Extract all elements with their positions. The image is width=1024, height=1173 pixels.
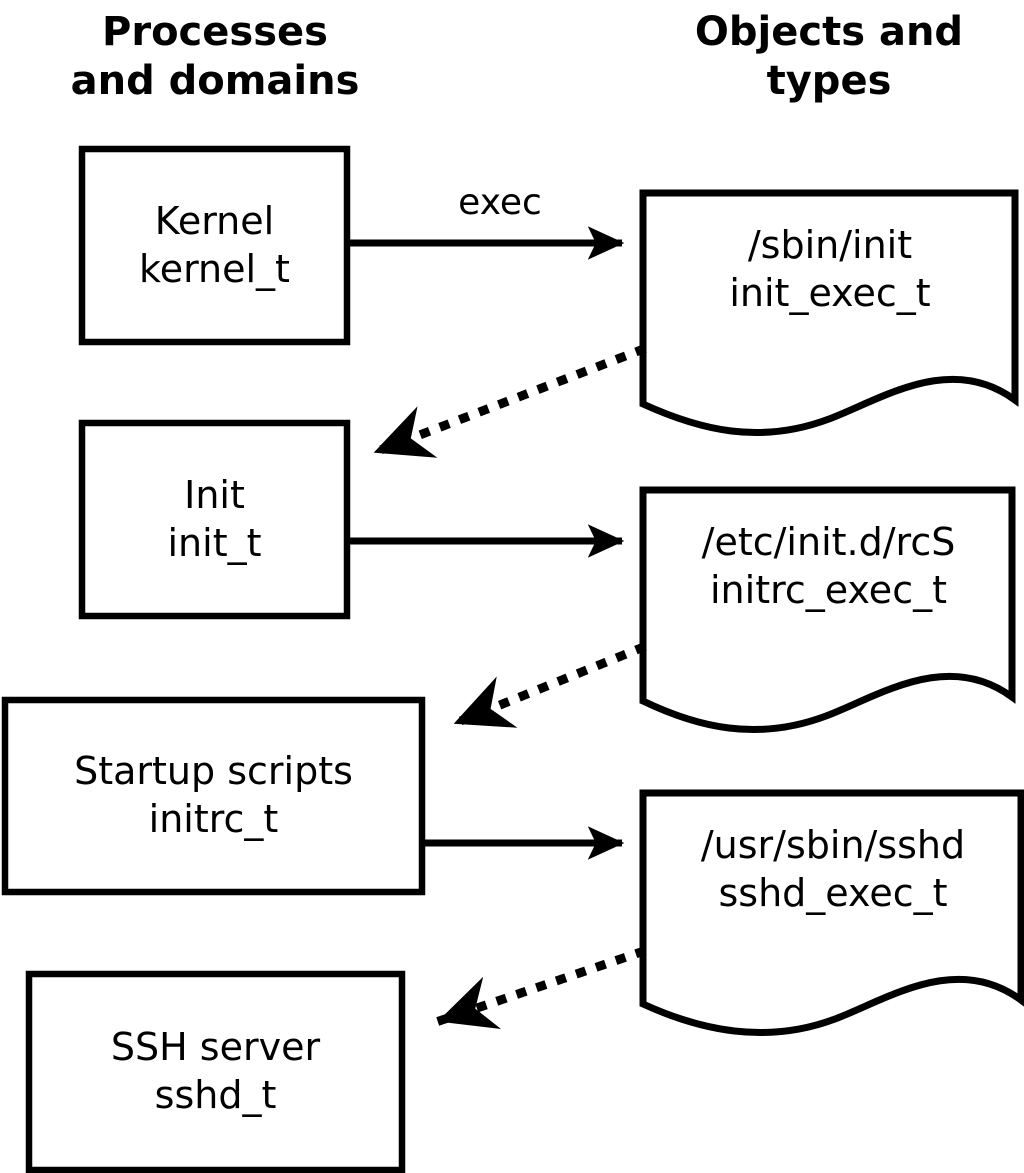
node-sshd-exec-document[interactable] xyxy=(639,789,1024,1036)
node-startup-scripts-label: Startup scripts initrc_t xyxy=(74,749,353,841)
node-ssh-server-label: SSH server sshd_t xyxy=(110,1025,321,1117)
node-ssh-server-box[interactable] xyxy=(25,970,406,1173)
node-init-exec-document[interactable] xyxy=(639,189,1019,436)
column-header-processes-and-domains: Processes and domains xyxy=(70,9,360,104)
node-initrc-exec-label: /etc/init.d/rcS initrc_exec_t xyxy=(701,520,956,612)
node-init-exec-label: /sbin/init init_exec_t xyxy=(729,223,931,315)
node-sshd-exec-label: /usr/sbin/sshd sshd_exec_t xyxy=(700,823,966,915)
node-initrc-exec-document[interactable] xyxy=(639,486,1016,734)
edge-label-exec: exec xyxy=(458,182,542,223)
node-init-box[interactable] xyxy=(78,419,351,620)
node-startup-scripts-box[interactable] xyxy=(1,696,426,896)
edge-init-exec-to-init xyxy=(372,344,647,458)
node-init-label: Init init_t xyxy=(167,472,262,565)
column-header-objects-and-types: Objects and types xyxy=(694,9,964,104)
node-kernel-label: Kernel kernel_t xyxy=(139,198,290,291)
edge-sshd-exec-to-sshd xyxy=(436,946,647,1030)
edge-initrc-exec-to-initrc xyxy=(452,642,647,728)
node-kernel-box[interactable] xyxy=(78,145,351,346)
